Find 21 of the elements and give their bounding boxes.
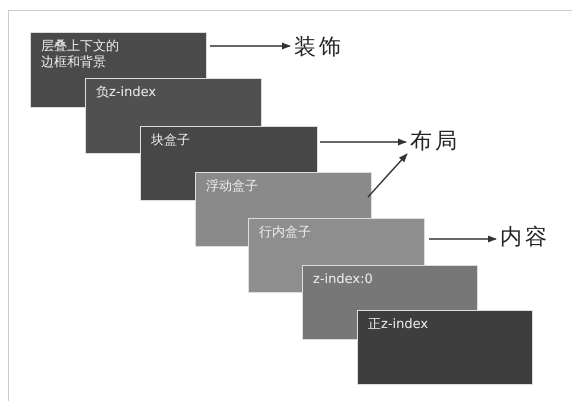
layer-box [85, 78, 262, 126]
layer-label: 正z-index [368, 317, 430, 334]
layer-label: 行内盒子 [259, 225, 312, 242]
layer-label: 负z-index [96, 85, 158, 102]
label-text: 内容 [500, 222, 550, 252]
layer-label: 块盒子 [151, 133, 191, 150]
layer-box [357, 310, 533, 385]
layer-box [140, 126, 318, 172]
layer-label: 浮动盒子 [206, 179, 259, 196]
layer-label: 层叠上下文的边框和背景 [41, 39, 120, 72]
arrow [320, 138, 407, 146]
layer-label: z-index:0 [313, 272, 374, 288]
label-text: 装饰 [294, 32, 344, 62]
arrow [429, 235, 497, 243]
layer-box [195, 172, 372, 218]
layer-box [248, 218, 425, 265]
arrow [210, 42, 291, 50]
layer-box [30, 32, 207, 78]
label-text: 布局 [410, 126, 460, 156]
layer-box [302, 265, 478, 310]
arrow [367, 153, 408, 198]
